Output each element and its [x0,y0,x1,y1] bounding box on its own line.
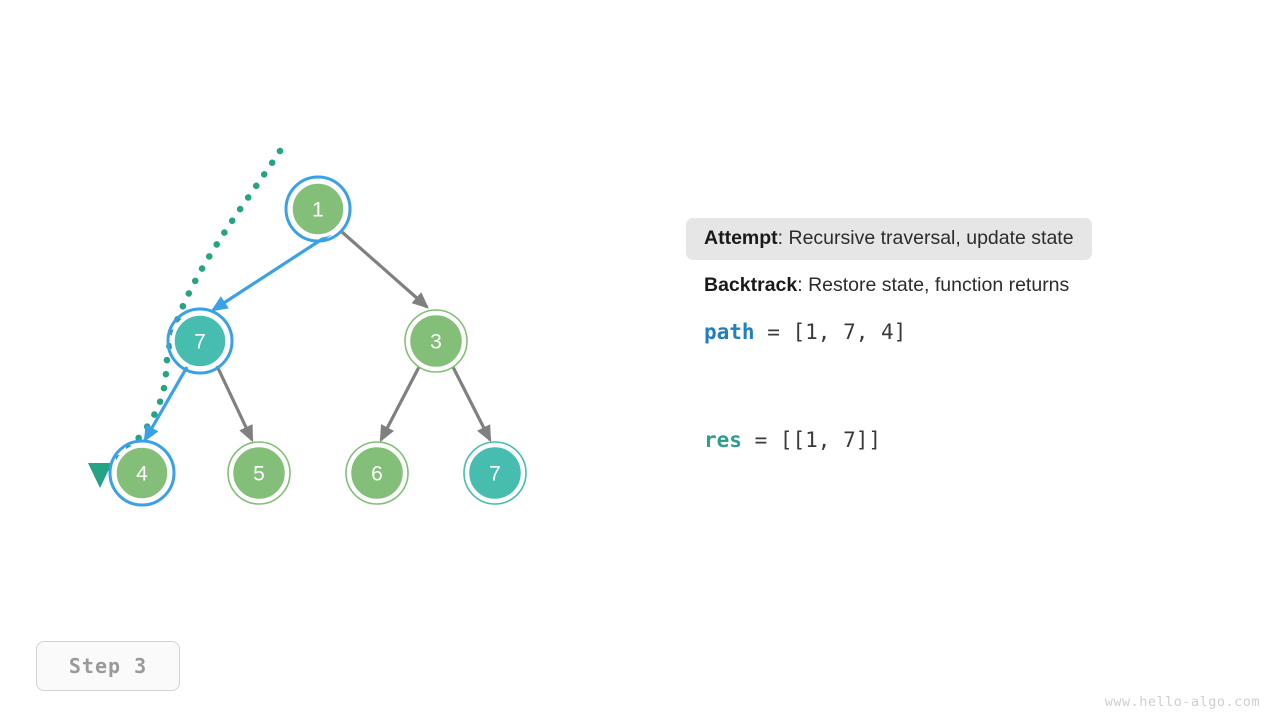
tree-edges [143,230,492,443]
tree-node-label: 1 [312,199,324,222]
backtracking-path [88,147,284,488]
backtrack-keyword: Backtrack [704,273,798,296]
edge-1-to-7 [210,232,331,312]
edge-1-to-3 [340,230,429,309]
attempt-line: Attempt: Recursive traversal, update sta… [686,218,1092,260]
path-variable-value: = [1, 7, 4] [754,320,907,344]
path-variable-name: path [704,320,755,344]
res-variable-value: = [[1, 7]] [741,428,882,452]
tree-node-4[interactable]: 4 [108,439,176,507]
tree-node-label: 7 [194,331,206,354]
edge-7-to-4 [143,366,189,443]
attempt-keyword: Attempt [704,227,778,249]
edge-3-to-6 [379,366,421,443]
res-variable-name: res [704,428,742,452]
tree-node-label: 3 [430,331,442,354]
backtrack-description: : Restore state, function returns [797,273,1070,296]
path-variable-line: path = [1, 7, 4] [686,322,1206,343]
edge-3-to-7 [451,366,492,443]
tree-node-label: 6 [371,463,383,486]
res-variable-line: res = [[1, 7]] [686,430,1206,451]
backtrack-line: Backtrack: Restore state, function retur… [686,273,1206,296]
attempt-description: : Recursive traversal, update state [777,227,1074,249]
path-arrowhead-icon [88,463,112,488]
tree-node-3[interactable]: 3 [404,309,468,373]
edge-7-to-5 [215,365,254,443]
explanation-panel: Attempt: Recursive traversal, update sta… [686,218,1206,451]
watermark: www.hello-algo.com [1104,694,1260,710]
tree-node-7-right[interactable]: 7 [463,441,527,505]
tree-node-7-left[interactable]: 7 [166,307,234,375]
tree-node-label: 5 [253,463,265,486]
tree-node-1[interactable]: 1 [284,175,352,243]
tree-node-label: 4 [136,463,148,486]
tree-node-6[interactable]: 6 [345,441,409,505]
tree-node-label: 7 [489,463,501,486]
step-badge: Step 3 [36,641,180,691]
tree-node-5[interactable]: 5 [227,441,291,505]
